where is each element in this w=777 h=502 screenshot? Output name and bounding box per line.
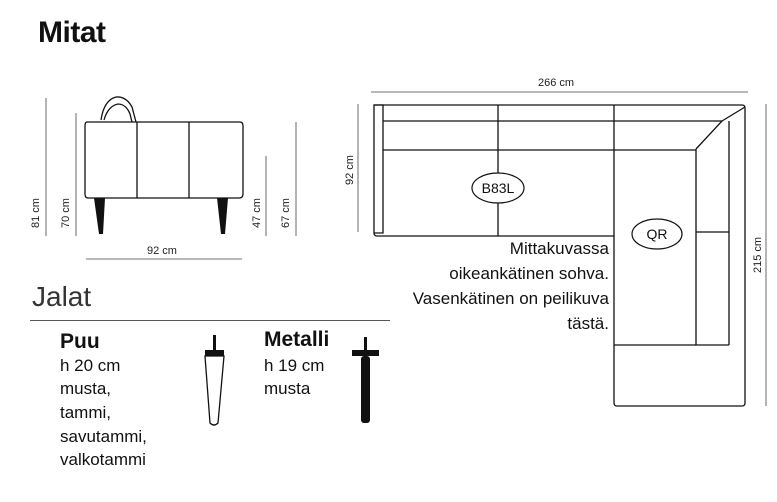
side-view-front-leg (94, 198, 105, 234)
dim-label-47: 47 cm (251, 198, 263, 228)
module-label-qr-text: QR (647, 226, 668, 242)
top-view-left-armrest (374, 104, 384, 234)
dim-label-67: 67 cm (280, 198, 292, 228)
wood-leg-line-1: h 20 cm (60, 356, 121, 375)
note-line-3: Vasenkätinen on peilikuva (408, 288, 609, 310)
note-line-2: oikeankätinen sohva. (445, 263, 609, 285)
note-line-4: tästä. (563, 313, 609, 335)
metal-leg-drawing (352, 337, 379, 423)
top-view-sofa (373, 104, 746, 407)
module-label-b83l-text: B83L (482, 180, 515, 196)
metal-leg-title: Metalli (264, 328, 330, 351)
metal-leg-collar (352, 350, 379, 356)
top-view-dimension-lines (357, 91, 767, 406)
dim-label-215: 215 cm (752, 237, 764, 273)
legs-divider (30, 320, 390, 321)
module-label-b83l-ellipse (471, 172, 525, 204)
top-view-corner-inner (695, 149, 729, 346)
top-view-dimension-labels: 266 cm 92 cm 215 cm (344, 77, 764, 273)
top-view-outline (373, 104, 746, 407)
dim-label-70: 70 cm (60, 198, 72, 228)
module-label-qr-ellipse (631, 218, 683, 250)
module-label-qr: QR (631, 218, 683, 250)
side-view-back-leg (217, 198, 228, 234)
wood-leg-collar (205, 350, 224, 356)
module-label-b83l: B83L (471, 172, 525, 204)
dim-label-266: 266 cm (538, 77, 574, 89)
top-view-back-frame (383, 120, 724, 150)
side-view-back-cushion-inner (103, 103, 133, 123)
legs-heading: Jalat (32, 281, 92, 312)
page-title: Mitat (38, 16, 106, 49)
side-view-dimension-lines (45, 98, 297, 260)
side-view-legs (94, 198, 228, 234)
dim-label-92-side: 92 cm (147, 245, 177, 257)
wood-leg-line-5: valkotammi (60, 450, 146, 469)
metal-leg-body (361, 356, 370, 423)
metal-leg-line-2: musta (264, 379, 311, 398)
wood-leg-title: Puu (60, 330, 100, 353)
dim-label-92-top: 92 cm (344, 155, 356, 185)
wood-leg-line-4: savutammi, (60, 427, 147, 446)
top-view-corner-diagonal (721, 106, 746, 122)
side-view-body (84, 121, 244, 199)
wood-leg-drawing (204, 335, 225, 426)
metal-leg-pin (364, 337, 367, 351)
metal-leg-line-1: h 19 cm (264, 356, 325, 375)
wood-leg-body (204, 355, 225, 426)
dim-label-81: 81 cm (30, 198, 42, 228)
wood-leg-line-2: musta, (60, 379, 112, 398)
note-line-1: Mittakuvassa (505, 238, 609, 260)
side-view-sofa (84, 96, 244, 199)
wood-leg-pin (213, 335, 216, 351)
side-view-dimension-labels: 81 cm 70 cm 47 cm 67 cm 92 cm (30, 198, 292, 257)
wood-leg-line-3: tammi, (60, 403, 111, 422)
side-view-back-cushion (100, 96, 137, 123)
